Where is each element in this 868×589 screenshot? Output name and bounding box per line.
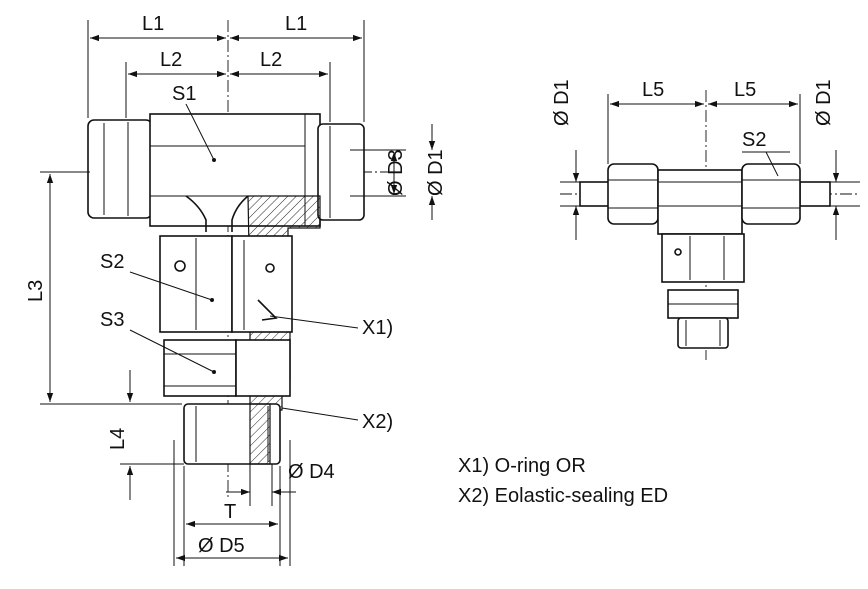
l3-label: L3 [25, 280, 47, 302]
s2-small-label: S2 [742, 129, 766, 151]
s1-label: S1 [172, 83, 196, 105]
right-nut [317, 123, 365, 221]
l5-left-label: L5 [642, 79, 664, 101]
d1-small-left-label: Ø D1 [551, 79, 573, 126]
l2-right-label: L2 [260, 49, 282, 71]
small-fitting-view: L5 L5 S2 Ø D1 Ø D1 [551, 79, 860, 360]
l4-label: L4 [107, 428, 129, 450]
left-thread-end [87, 119, 153, 219]
l5-right-label: L5 [734, 79, 756, 101]
note-x2: X2) Eolastic-sealing ED [458, 485, 668, 507]
s2-label: S2 [100, 251, 124, 273]
x2-label: X2) [362, 411, 393, 433]
x1-label: X1) [362, 317, 393, 339]
t-label: T [224, 501, 236, 523]
l1-right-label: L1 [285, 13, 307, 35]
d5-label: Ø D5 [198, 535, 245, 557]
d3-label: Ø D3 [385, 149, 407, 196]
note-x1: X1) O-ring OR [458, 455, 586, 477]
s3-nut [163, 339, 237, 397]
l2-left-label: L2 [160, 49, 182, 71]
small-left-nut [607, 163, 659, 225]
s3-label: S3 [100, 309, 124, 331]
d1-label: Ø D1 [425, 149, 447, 196]
d1-small-right-label: Ø D1 [813, 79, 835, 126]
main-fitting-view: L1 L1 L2 L2 S1 Ø D3 Ø D1 S2 S3 L3 L4 [25, 13, 447, 566]
l1-left-label: L1 [142, 13, 164, 35]
d4-label: Ø D4 [288, 461, 335, 483]
small-right-nut [741, 163, 801, 225]
